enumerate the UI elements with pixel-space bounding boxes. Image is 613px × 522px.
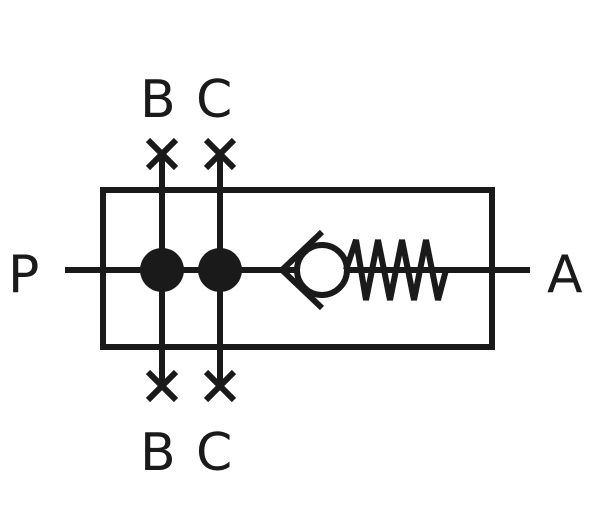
port-label-a: A <box>547 245 583 305</box>
port-label-p: P <box>8 245 39 305</box>
c-top-plug-icon <box>203 137 237 171</box>
port-label-c-bottom: C <box>196 423 232 483</box>
port-label-b-top: B <box>140 70 176 130</box>
spring-icon <box>343 239 449 301</box>
b-junction-dot <box>140 248 184 292</box>
port-label-b-bottom: B <box>140 423 176 483</box>
c-bottom-plug-icon <box>203 369 237 403</box>
b-top-plug-icon <box>145 137 179 171</box>
check-valve-icon <box>277 229 350 311</box>
port-label-c-top: C <box>196 70 232 130</box>
c-junction-dot <box>198 248 242 292</box>
b-bottom-plug-icon <box>145 369 179 403</box>
